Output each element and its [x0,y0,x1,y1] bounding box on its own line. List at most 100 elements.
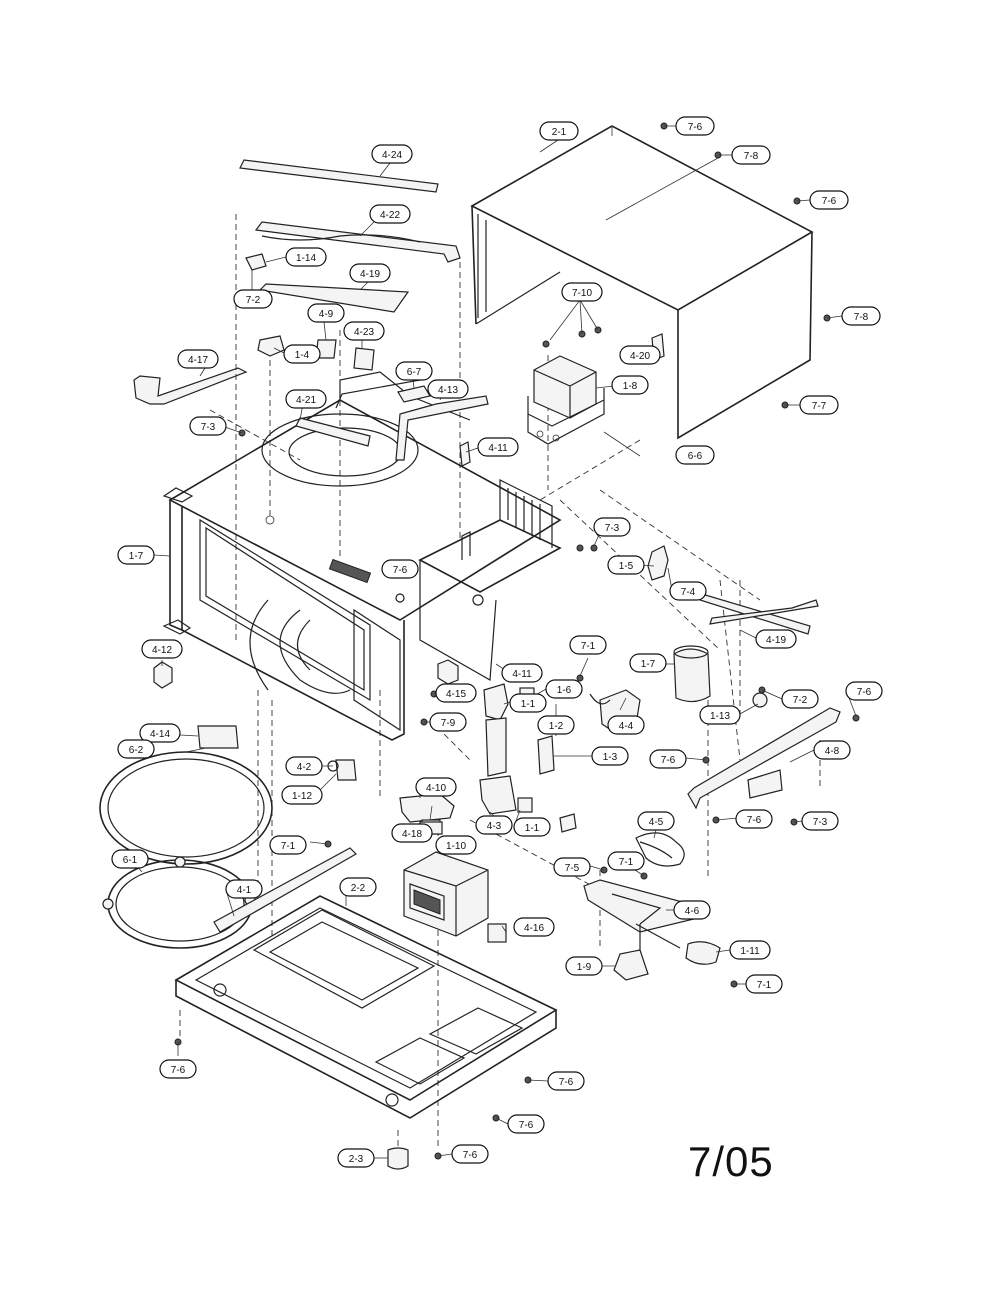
svg-text:4-15: 4-15 [446,689,466,700]
svg-text:7-4: 7-4 [681,587,696,598]
callout-4-20: 4-20 [619,345,661,365]
control-chassis [328,479,562,732]
svg-text:1-6: 1-6 [557,685,572,696]
callout-7-9: 7-9 [429,712,467,732]
callout-1-6: 1-6 [545,679,583,699]
callout-4-22: 4-22 [369,204,411,224]
callout-7-3-a: 7-3 [189,416,227,436]
callout-7-6-a: 7-6 [675,116,715,136]
svg-text:1-11: 1-11 [740,946,760,957]
svg-text:7-3: 7-3 [605,523,620,534]
svg-text:4-8: 4-8 [825,746,840,757]
callout-7-6-c: 7-6 [381,559,419,579]
svg-text:4-16: 4-16 [524,923,544,934]
svg-text:4-6: 4-6 [685,906,700,917]
svg-text:4-18: 4-18 [402,829,422,840]
callout-4-19-a: 4-19 [349,263,391,283]
svg-text:7-6: 7-6 [747,815,762,826]
turntable-parts [99,661,357,949]
svg-text:7-6: 7-6 [857,687,872,698]
callout-4-11-b: 4-11 [501,663,543,683]
callout-6-6: 6-6 [675,445,715,465]
capacitor-and-bracket [673,645,841,810]
svg-text:1-3: 1-3 [603,752,618,763]
callout-1-2: 1-2 [537,715,575,735]
callout-7-6-b: 7-6 [809,190,849,210]
callout-7-3-c: 7-3 [801,811,839,831]
callout-6-7: 6-7 [395,361,433,381]
svg-text:4-11: 4-11 [488,443,508,454]
svg-text:4-20: 4-20 [630,351,650,362]
svg-text:7-1: 7-1 [281,841,296,852]
callout-4-23: 4-23 [343,321,385,341]
callout-4-13: 4-13 [427,379,469,399]
svg-text:1-1: 1-1 [521,699,536,710]
svg-text:4-21: 4-21 [296,395,316,406]
svg-text:7-6: 7-6 [559,1077,574,1088]
callout-7-8-a: 7-8 [731,145,771,165]
magnetron [527,355,605,445]
callout-4-21: 4-21 [285,389,327,409]
callout-1-10: 1-10 [435,835,477,855]
svg-text:7-7: 7-7 [812,401,827,412]
callout-4-11-a: 4-11 [477,437,519,457]
callout-4-5: 4-5 [637,811,675,831]
svg-text:1-14: 1-14 [296,253,316,264]
svg-text:4-1: 4-1 [237,885,252,896]
svg-text:7-8: 7-8 [744,151,759,162]
svg-text:1-8: 1-8 [623,381,638,392]
svg-text:4-22: 4-22 [380,210,400,221]
callout-7-6-h: 7-6 [547,1071,585,1091]
callout-1-14: 1-14 [285,247,327,267]
outer-cabinet [470,125,814,440]
svg-text:7-1: 7-1 [581,641,596,652]
svg-text:4-3: 4-3 [487,821,502,832]
svg-text:7-2: 7-2 [793,695,808,706]
svg-text:4-23: 4-23 [354,327,374,338]
callout-7-6-i: 7-6 [507,1114,545,1134]
svg-text:7-6: 7-6 [171,1065,186,1076]
svg-text:4-19: 4-19 [360,269,380,280]
callout-4-19-b: 4-19 [755,629,797,649]
callout-1-7-a: 1-7 [117,545,155,565]
callout-4-3: 4-3 [475,815,513,835]
callout-4-8: 4-8 [813,740,851,760]
callouts: 7-6 7-8 2-1 7-6 4-24 4-22 1-14 7-2 4-19 … [111,116,883,1168]
callout-4-9: 4-9 [307,303,345,323]
callout-7-7: 7-7 [799,395,839,415]
upper-small-parts [245,253,819,635]
svg-text:7-6: 7-6 [463,1150,478,1161]
callout-4-1: 4-1 [225,879,263,899]
svg-text:4-10: 4-10 [426,783,446,794]
svg-text:1-2: 1-2 [549,721,564,732]
svg-text:1-7: 1-7 [129,551,144,562]
svg-text:4-4: 4-4 [619,721,634,732]
svg-text:4-24: 4-24 [382,150,402,161]
svg-text:4-11: 4-11 [512,669,532,680]
svg-text:7-6: 7-6 [688,122,703,133]
callout-4-12: 4-12 [141,639,183,659]
svg-text:2-1: 2-1 [552,127,567,138]
svg-text:7-6: 7-6 [661,755,676,766]
svg-text:7-8: 7-8 [854,312,869,323]
callout-1-4: 1-4 [283,344,321,364]
svg-text:2-2: 2-2 [351,883,366,894]
svg-text:1-4: 1-4 [295,350,310,361]
callout-1-9: 1-9 [565,956,603,976]
callout-7-2-a: 7-2 [233,289,273,309]
svg-text:4-17: 4-17 [188,355,208,366]
svg-text:7-9: 7-9 [441,718,456,729]
svg-text:7-6: 7-6 [519,1120,534,1131]
svg-text:4-2: 4-2 [297,762,312,773]
svg-text:6-2: 6-2 [129,745,144,756]
svg-text:7-1: 7-1 [619,857,634,868]
callout-7-5: 7-5 [553,857,591,877]
callout-4-15: 4-15 [435,683,477,703]
base-plate [174,847,558,1170]
callout-4-4: 4-4 [607,715,645,735]
callout-1-1-b: 1-1 [513,817,551,837]
svg-text:7-3: 7-3 [813,817,828,828]
svg-text:7-10: 7-10 [572,288,592,299]
callout-7-6-f: 7-6 [735,809,773,829]
